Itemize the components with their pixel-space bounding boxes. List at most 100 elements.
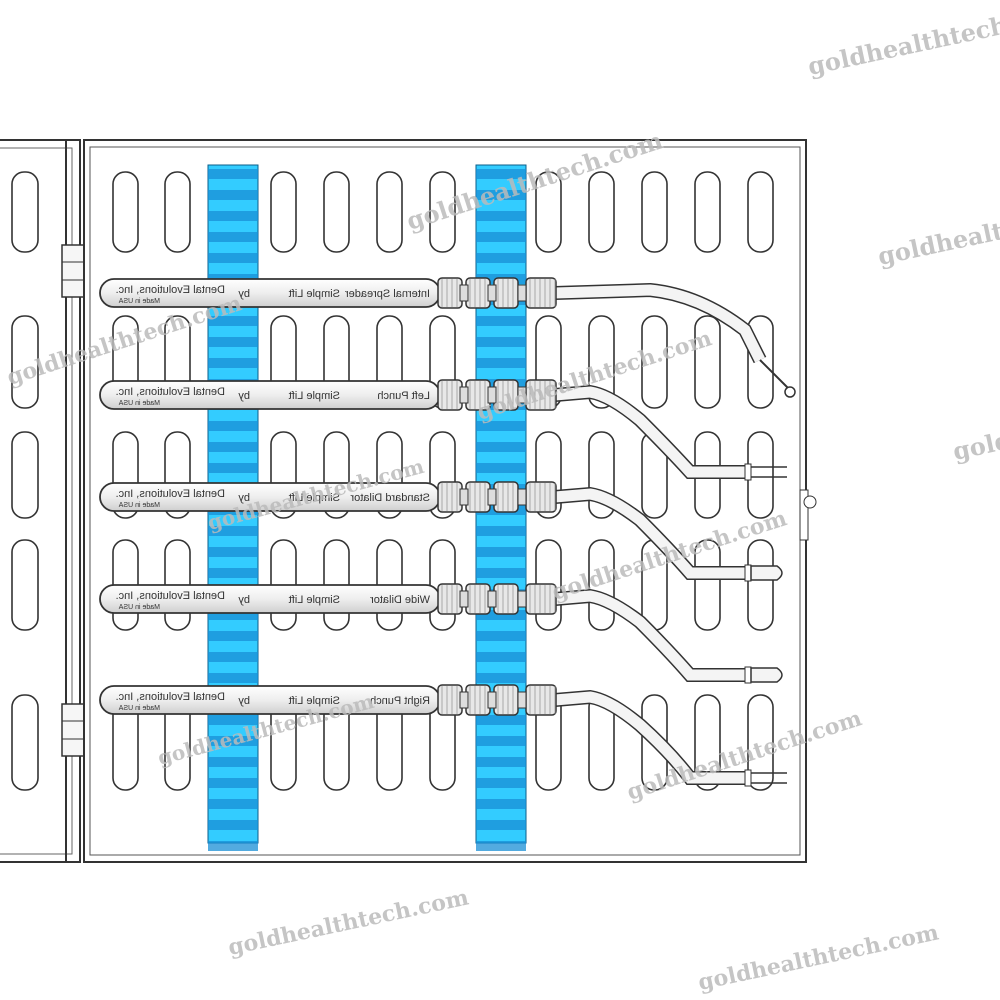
origin-label: Made in USA — [118, 502, 160, 509]
product-name: Simple Lift — [289, 695, 340, 707]
rack-rib — [476, 316, 526, 326]
drain-slot — [747, 694, 774, 791]
brand-name: Dental Evolutions, Inc. — [116, 691, 225, 703]
watermark-text: goldhealthtech.com — [696, 919, 941, 995]
punch-collar — [744, 769, 752, 787]
ring-spacer — [459, 488, 469, 506]
rack-rib — [208, 547, 258, 557]
rack-rib — [208, 820, 258, 830]
lid-drain-slot — [11, 171, 39, 253]
lid-slots — [11, 171, 39, 791]
product-name: Simple Lift — [289, 492, 340, 504]
lid-drain-slot — [11, 694, 39, 791]
instrument-name: Right Punch — [370, 695, 430, 707]
rack-rib — [208, 610, 258, 620]
watermark-text: goldhealthtech.com — [805, 0, 1000, 81]
product-name: Simple Lift — [289, 288, 340, 300]
rack-rib — [208, 463, 258, 473]
watermark-text: goldhealthtech.com — [875, 187, 1000, 271]
rack-rib — [476, 526, 526, 536]
product-name: Simple Lift — [289, 390, 340, 402]
brand-name: Dental Evolutions, Inc. — [116, 284, 225, 296]
instrument-name: Wide Dilator — [370, 594, 430, 606]
rack-rib — [476, 820, 526, 830]
rack-rib — [208, 841, 258, 851]
handle-engraving: Right Punch Simple Lift by Dental Evolution… — [116, 691, 430, 712]
rack-rib — [208, 568, 258, 578]
dilator-collar — [744, 564, 752, 582]
by-label: by — [238, 594, 250, 606]
instrument-shaft — [554, 488, 745, 579]
drain-slot — [270, 171, 297, 253]
rack-rib — [476, 568, 526, 578]
by-label: by — [238, 390, 250, 402]
drain-slot — [694, 539, 721, 631]
origin-label: Made in USA — [118, 400, 160, 407]
ring-spacer — [459, 386, 469, 404]
drain-slot — [112, 171, 139, 253]
ring-spacer — [487, 590, 497, 608]
tip-wire — [759, 359, 789, 389]
ring-spacer — [459, 284, 469, 302]
instrument-shaft — [554, 590, 745, 681]
rack-rib — [476, 610, 526, 620]
instrument-name: Left Punch — [377, 390, 430, 402]
brand-name: Dental Evolutions, Inc. — [116, 488, 225, 500]
rack-rib — [476, 253, 526, 263]
instrument-shaft — [554, 284, 765, 363]
rack-rib — [476, 421, 526, 431]
brand-name: Dental Evolutions, Inc. — [116, 590, 225, 602]
drain-slot — [641, 171, 668, 253]
knurled-ring — [525, 277, 557, 309]
watermark-text: goldhealthtech.com — [226, 884, 471, 960]
rack-rib — [476, 778, 526, 788]
drain-slot — [747, 539, 774, 631]
rack-rib — [476, 463, 526, 473]
rack-rib — [476, 211, 526, 221]
ring-spacer — [487, 386, 497, 404]
rack-rib — [476, 232, 526, 242]
rack-rib — [208, 190, 258, 200]
rack-rib — [476, 757, 526, 767]
by-label: by — [238, 288, 250, 300]
punch-collar — [744, 463, 752, 481]
rack-rib — [476, 799, 526, 809]
ring-spacer — [487, 284, 497, 302]
ring-spacer — [459, 590, 469, 608]
lid-drain-slot — [11, 539, 39, 631]
rack-rib — [208, 253, 258, 263]
rack-rib — [208, 316, 258, 326]
lid-drain-slot — [11, 315, 39, 409]
rack-rib — [208, 631, 258, 641]
knurled-ring — [525, 481, 557, 513]
rack-rib — [476, 358, 526, 368]
hinge-bottom — [61, 703, 85, 757]
rack-rib — [476, 673, 526, 683]
ball-tip — [784, 386, 796, 398]
rack-rib — [208, 169, 258, 179]
rack-rib — [208, 211, 258, 221]
by-label: by — [238, 492, 250, 504]
rack-rib — [208, 652, 258, 662]
drain-slot — [429, 171, 456, 253]
rack-rib — [476, 841, 526, 851]
product-name: Simple Lift — [289, 594, 340, 606]
by-label: by — [238, 695, 250, 707]
handle-engraving: Wide Dilator Simple Lift by Dental Evolutio… — [116, 590, 430, 611]
rack-rib — [208, 799, 258, 809]
rack-rib — [208, 442, 258, 452]
rack-rib — [208, 715, 258, 725]
dilator-tip — [750, 565, 783, 581]
ring-spacer — [517, 284, 527, 302]
rack-rib — [476, 631, 526, 641]
dilator-collar — [744, 666, 752, 684]
ring-spacer — [517, 691, 527, 709]
rack-rib — [476, 337, 526, 347]
drain-slot — [747, 431, 774, 519]
